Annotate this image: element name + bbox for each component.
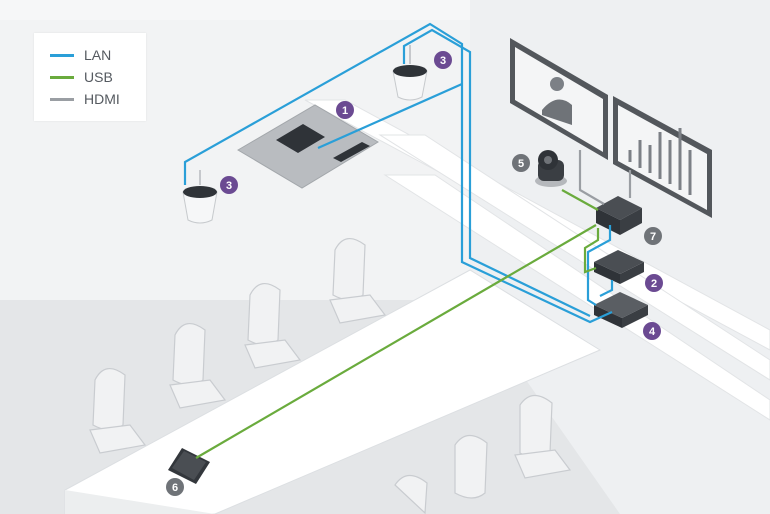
lan-cable-device-2 bbox=[599, 280, 614, 297]
ceiling-tile bbox=[237, 104, 379, 189]
badge-circle bbox=[336, 101, 354, 119]
chair bbox=[454, 434, 488, 499]
chair bbox=[329, 238, 387, 324]
lan-cable-device-7 bbox=[586, 225, 612, 306]
legend-swatch-lan bbox=[50, 53, 74, 57]
usb-cable-camera bbox=[561, 189, 599, 211]
badge-5: 5 bbox=[512, 154, 530, 172]
badge-number: 2 bbox=[651, 278, 657, 290]
ceiling-mic-right bbox=[392, 45, 428, 101]
badge-number: 7 bbox=[650, 231, 656, 243]
badge-circle bbox=[220, 176, 238, 194]
conference-table bbox=[64, 269, 602, 514]
hdmi-cables bbox=[578, 150, 632, 205]
chairs bbox=[89, 238, 572, 514]
person-on-screen bbox=[542, 77, 572, 125]
legend-item-hdmi: HDMI bbox=[50, 89, 120, 109]
chair bbox=[89, 368, 147, 454]
badge-circle bbox=[645, 274, 663, 292]
legend-swatch-usb bbox=[50, 75, 74, 79]
device-7-box bbox=[596, 196, 642, 235]
badge-number: 3 bbox=[440, 55, 446, 67]
hdmi-cable-display-left bbox=[578, 150, 605, 205]
badge-number: 6 bbox=[172, 482, 178, 494]
legend-swatch-hdmi bbox=[50, 97, 74, 101]
badge-circle bbox=[166, 478, 184, 496]
badges: 1 2 3 3 4 5 6 7 bbox=[166, 51, 663, 496]
legend-label-usb: USB bbox=[84, 69, 113, 85]
chair bbox=[514, 394, 572, 479]
legend-item-usb: USB bbox=[50, 67, 113, 87]
ptz-camera bbox=[535, 150, 567, 187]
badge-circle bbox=[512, 154, 530, 172]
badge-circle bbox=[434, 51, 452, 69]
badge-number: 3 bbox=[226, 180, 232, 192]
badge-7: 7 bbox=[644, 227, 662, 245]
chair bbox=[394, 474, 428, 514]
ceiling-mic-left bbox=[182, 170, 218, 224]
badge-1: 1 bbox=[336, 101, 354, 119]
badge-circle bbox=[644, 227, 662, 245]
badge-circle bbox=[643, 322, 661, 340]
device-2-box bbox=[594, 250, 644, 284]
lan-cable-mic-left bbox=[183, 22, 613, 324]
lan-cable-access-point bbox=[317, 82, 463, 150]
usb-cable-device-2 bbox=[583, 228, 600, 274]
chair bbox=[169, 323, 227, 409]
badge-number: 5 bbox=[518, 158, 524, 170]
usb-cable-tablet bbox=[195, 224, 597, 459]
legend-label-hdmi: HDMI bbox=[84, 91, 120, 107]
badge-4: 4 bbox=[643, 322, 661, 340]
badge-3: 3 bbox=[434, 51, 452, 69]
display-right bbox=[613, 96, 712, 218]
lan-cable-mic-right bbox=[402, 28, 591, 317]
legend-label-lan: LAN bbox=[84, 47, 112, 63]
display-left bbox=[510, 38, 608, 160]
usb-cables bbox=[195, 189, 600, 459]
badge-2: 2 bbox=[645, 274, 663, 292]
badge-6: 6 bbox=[166, 478, 184, 496]
lan-cables bbox=[183, 22, 614, 324]
badge-number: 4 bbox=[649, 326, 656, 338]
bar-graphic bbox=[628, 128, 692, 195]
badge-3: 3 bbox=[220, 176, 238, 194]
legend-item-lan: LAN bbox=[50, 45, 111, 65]
chair bbox=[244, 283, 302, 369]
device-4-switch bbox=[594, 292, 648, 328]
legend: LAN USB HDMI bbox=[34, 33, 146, 121]
badge-number: 1 bbox=[342, 105, 348, 117]
